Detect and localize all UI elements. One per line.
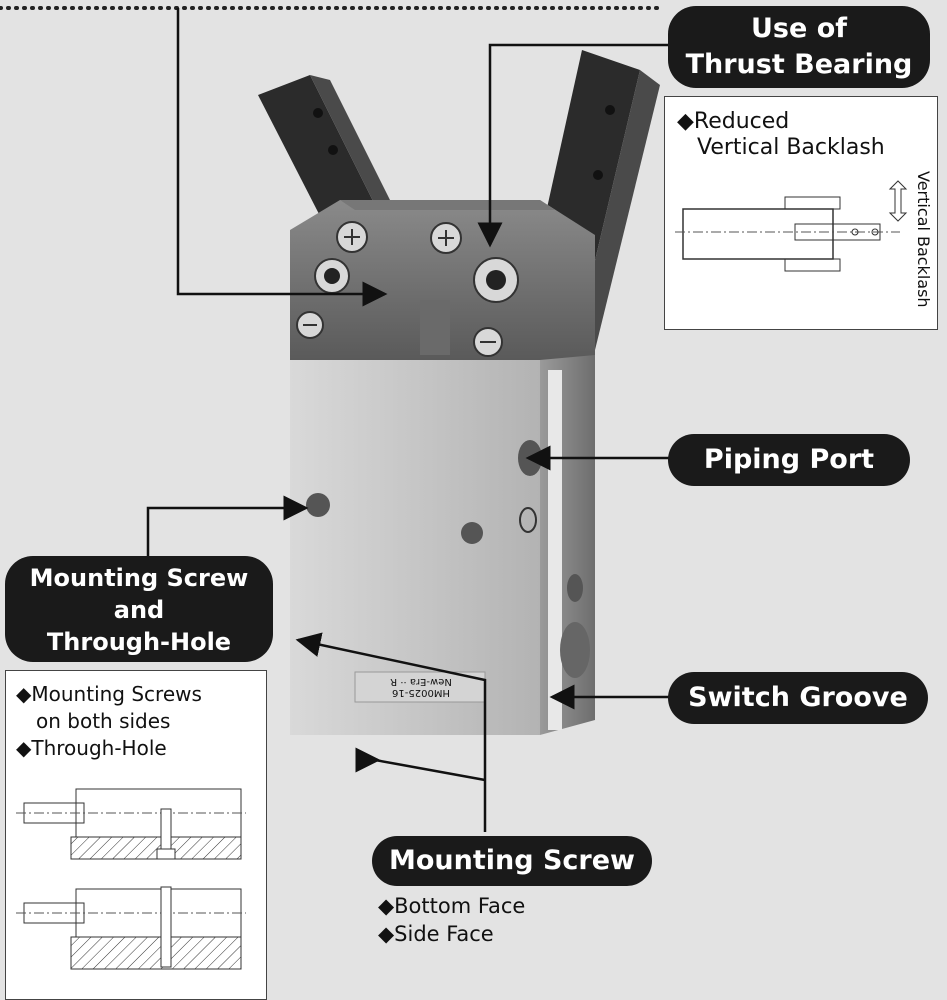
head-block	[290, 200, 595, 360]
backlash-detail-box: ◆Reduced Vertical Backlash Vertical Back…	[664, 96, 938, 330]
callout-thrust-bearing: Use of Thrust Bearing	[668, 6, 930, 88]
callout-mounting-line2: and	[113, 596, 165, 624]
note-bottom-face: ◆Bottom Face	[378, 894, 526, 918]
mounting-text: ◆Mounting Screws on both sides ◆Through-…	[16, 681, 202, 762]
callout-mounting-through-hole: Mounting Screw and Through-Hole	[5, 556, 273, 662]
callout-mounting-line3: Through-Hole	[46, 628, 232, 656]
mounting-line1: ◆Mounting Screws	[16, 682, 202, 706]
main-body	[290, 355, 595, 735]
product-label-brand: New-Era ·· R	[390, 676, 452, 687]
backlash-drawing	[675, 180, 908, 272]
product-label: HM0025-16 New-Era ·· R	[362, 676, 480, 698]
mounting-line3: ◆Through-Hole	[16, 736, 167, 760]
callout-piping-port: Piping Port	[668, 434, 910, 486]
callout-thrust-bearing-line2: Thrust Bearing	[685, 49, 913, 80]
mounting-detail-box: ◆Mounting Screws on both sides ◆Through-…	[5, 670, 267, 1000]
backlash-line1: ◆Reduced	[677, 109, 790, 134]
mounting-screw-notes: ◆Bottom Face ◆Side Face	[378, 892, 525, 948]
mounting-drawing	[16, 788, 246, 970]
product-label-model: HM0025-16	[392, 687, 450, 698]
mounting-line2: on both sides	[36, 709, 171, 733]
note-side-face: ◆Side Face	[378, 922, 494, 946]
callout-switch-groove: Switch Groove	[668, 672, 928, 724]
backlash-line2: Vertical Backlash	[697, 135, 885, 160]
callout-mounting-line1: Mounting Screw	[29, 564, 249, 592]
backlash-text: ◆Reduced Vertical Backlash	[677, 109, 885, 161]
callout-mounting-screw: Mounting Screw	[372, 836, 652, 886]
callout-thrust-bearing-line1: Use of	[750, 13, 847, 44]
